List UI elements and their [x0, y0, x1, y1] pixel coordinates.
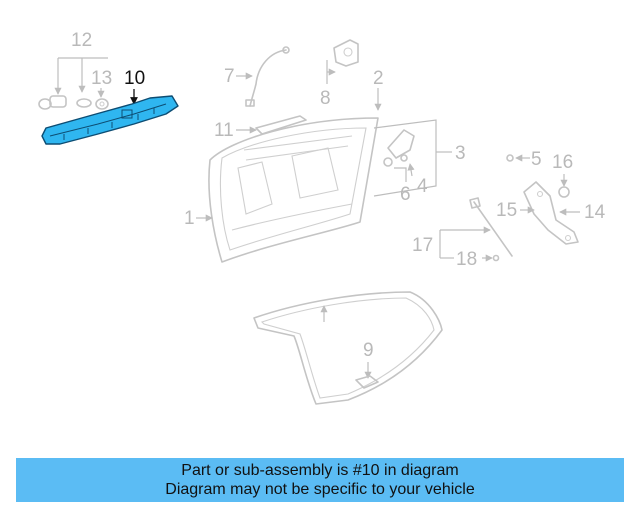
callout-group-8: 8 — [320, 39, 359, 109]
hinge-assembly — [523, 181, 579, 245]
callout-group-12: 12 — [54, 30, 108, 95]
callout-group-13: 13 — [91, 68, 112, 98]
callout-group-2: 2 — [373, 68, 384, 111]
callout-group-15: 15 — [496, 200, 535, 221]
callout-group-18: 18 — [440, 249, 493, 270]
callout-group-17: 17 — [412, 226, 491, 258]
callout-group-16: 16 — [552, 152, 573, 198]
callout-13: 13 — [91, 68, 112, 89]
callout-1: 1 — [184, 208, 195, 229]
weatherstrip — [253, 291, 443, 405]
callout-7: 7 — [224, 66, 235, 87]
callout-group-7: 7 — [224, 46, 290, 107]
callout-4: 4 — [417, 176, 428, 197]
callout-group-14: 14 — [559, 202, 606, 223]
callout-group-10: 10 — [124, 68, 145, 105]
banner-line-2: Diagram may not be specific to your vehi… — [165, 481, 475, 498]
callout-6: 6 — [400, 184, 411, 205]
callout-group-11: 11 — [214, 115, 307, 141]
callout-10: 10 — [124, 68, 145, 89]
callout-group-1: 1 — [184, 208, 213, 229]
callout-group-9: 9 — [355, 340, 379, 389]
trunk-lid — [208, 117, 379, 263]
callout-9: 9 — [363, 340, 374, 361]
callout-8: 8 — [320, 88, 331, 109]
callout-group-3: 3 — [373, 119, 466, 197]
callout-group-6: 6 — [394, 167, 411, 205]
part-10-highlighted — [41, 95, 179, 145]
info-banner: Part or sub-assembly is #10 in diagram D… — [16, 458, 624, 502]
callout-11: 11 — [214, 120, 234, 141]
callout-3: 3 — [455, 143, 466, 164]
callout-16: 16 — [552, 152, 573, 173]
callout-group-4: 4 — [407, 163, 428, 197]
callout-group-5: 5 — [506, 149, 542, 170]
callout-18: 18 — [456, 249, 477, 270]
callout-2: 2 — [373, 68, 384, 89]
parts-diagram: 12 13 10 7 8 — [38, 30, 606, 405]
banner-line-1: Part or sub-assembly is #10 in diagram — [181, 462, 459, 479]
small-hardware-12-13 — [38, 95, 109, 110]
callout-15: 15 — [496, 200, 517, 221]
callout-14: 14 — [584, 202, 606, 223]
callout-17: 17 — [412, 235, 433, 256]
callout-12: 12 — [71, 30, 92, 51]
gas-strut — [469, 197, 513, 262]
callout-5: 5 — [531, 149, 542, 170]
